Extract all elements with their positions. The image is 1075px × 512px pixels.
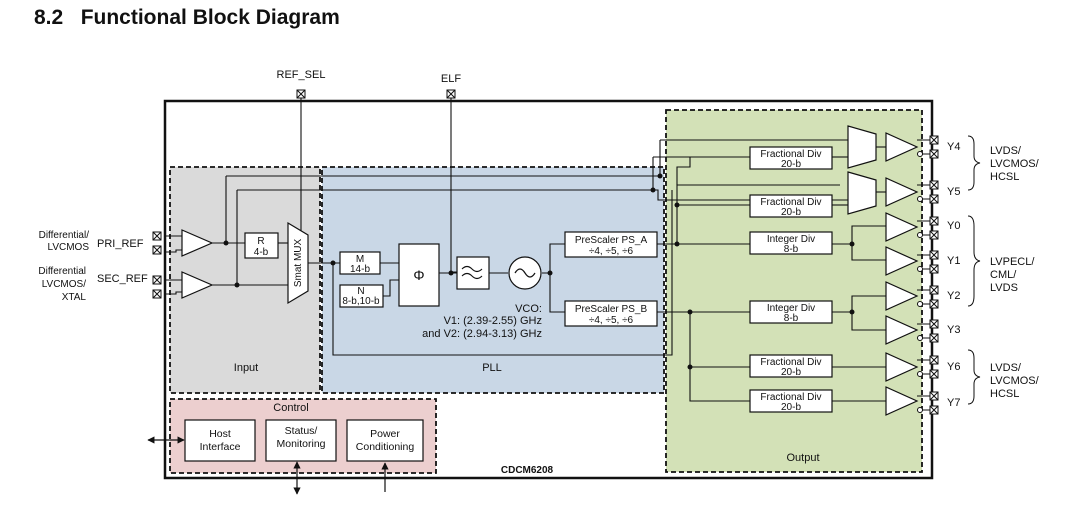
output-type-a-3: HCSL (990, 171, 1019, 183)
output-type-b-3: LVDS (990, 282, 1018, 294)
output-label-y4: Y4 (947, 141, 960, 153)
r-divider-name: R (257, 236, 264, 247)
sec-ref-label: SEC_REF (97, 273, 148, 285)
sec-ref-buffer (181, 271, 214, 299)
output-buffers (885, 132, 919, 416)
divider-y6-bits: 20-b (781, 367, 801, 378)
pri-type-line1: Differential/ (39, 230, 90, 241)
r-divider-block (244, 232, 279, 259)
y5-output-mux (847, 171, 877, 215)
output-type-a-1: LVDS/ (990, 145, 1022, 157)
divider-y01-name: Integer Div (767, 234, 815, 245)
sec-type-line3: XTAL (62, 292, 87, 303)
ref-sel-label: REF_SEL (277, 69, 326, 81)
output-buffer-bubbles (917, 151, 923, 413)
divider-y5-bits: 20-b (781, 207, 801, 218)
status-monitoring-line2: Monitoring (276, 438, 325, 450)
vco-label-1: VCO: (515, 303, 542, 315)
divider-y01: Integer Div 8-b (749, 231, 833, 255)
output-region-label: Output (786, 452, 819, 464)
prescaler-b-ratios: ÷4, ÷5, ÷6 (589, 315, 634, 326)
ref-sel-pin (296, 89, 306, 99)
divider-y5-name: Fractional Div (760, 197, 821, 208)
host-interface-line2: Interface (200, 441, 241, 453)
control-region-label: Control (273, 402, 308, 414)
m-divider-block (339, 251, 381, 275)
output-type-c-3: HCSL (990, 388, 1019, 400)
divider-y23: Integer Div 8-b (749, 300, 833, 324)
n-divider-name: N (357, 286, 364, 297)
input-region-label: Input (234, 362, 258, 374)
status-monitoring-block (265, 419, 337, 462)
power-conditioning-block (346, 419, 424, 462)
m-divider-name: M (356, 254, 364, 265)
output-label-y3: Y3 (947, 324, 960, 336)
n-divider-bits: 8-b,10-b (342, 296, 380, 307)
output-pins (929, 135, 939, 415)
loop-filter-icon (456, 256, 490, 290)
pfd-block (398, 243, 440, 307)
divider-y4-name: Fractional Div (760, 149, 821, 160)
r-divider-bits: 4-b (254, 247, 269, 258)
output-label-y2: Y2 (947, 290, 960, 302)
output-label-y6: Y6 (947, 361, 960, 373)
pfd-symbol: Φ (413, 267, 424, 283)
output-type-c-1: LVDS/ (990, 362, 1022, 374)
control-arrows (147, 436, 389, 495)
section-title: 8.2 Functional Block Diagram (34, 6, 340, 29)
elf-label: ELF (441, 73, 461, 85)
prescaler-a-name: PreScaler PS_A (575, 235, 648, 246)
y4-output-mux (847, 125, 877, 169)
prescaler-a-ratios: ÷4, ÷5, ÷6 (589, 246, 634, 257)
pri-ref-pins (152, 231, 162, 255)
output-type-b-1: LVPECL/ (990, 256, 1035, 268)
smart-mux-label: Smat MUX (293, 239, 304, 288)
divider-y23-name: Integer Div (767, 303, 815, 314)
divider-y4-bits: 20-b (781, 159, 801, 170)
status-monitoring-line1: Status/ (285, 425, 318, 437)
m-divider-bits: 14-b (350, 264, 370, 275)
divider-y7: Fractional Div 20-b (749, 389, 833, 413)
output-label-y7: Y7 (947, 397, 960, 409)
output-type-c-2: LVCMOS/ (990, 375, 1040, 387)
divider-y01-bits: 8-b (784, 244, 799, 255)
vco-icon (508, 256, 542, 290)
elf-pin (446, 89, 456, 99)
prescaler-b-name: PreScaler PS_B (575, 304, 648, 315)
output-label-y1: Y1 (947, 255, 960, 267)
divider-y23-bits: 8-b (784, 313, 799, 324)
power-conditioning-line2: Conditioning (356, 441, 415, 453)
pll-region-label: PLL (482, 362, 502, 374)
n-divider-block (339, 284, 384, 308)
sec-type-line1: Differential (38, 266, 86, 277)
prescaler-a-block (564, 231, 658, 258)
pri-type-line2: LVCMOS (48, 242, 90, 253)
output-type-a-2: LVCMOS/ (990, 158, 1040, 170)
output-label-y5: Y5 (947, 186, 960, 198)
divider-y7-bits: 20-b (781, 402, 801, 413)
host-interface-line1: Host (209, 428, 231, 440)
output-label-y0: Y0 (947, 220, 960, 232)
divider-y5: Fractional Div 20-b (749, 194, 833, 218)
pri-ref-buffer (181, 229, 214, 257)
pri-ref-label: PRI_REF (97, 238, 144, 250)
power-conditioning-line1: Power (370, 428, 400, 440)
divider-y6: Fractional Div 20-b (749, 354, 833, 378)
divider-y7-name: Fractional Div (760, 392, 821, 403)
sec-type-line2: LVCMOS/ (42, 279, 86, 290)
smart-mux-block (287, 221, 309, 305)
sec-ref-pins (152, 275, 162, 299)
prescaler-b-block (564, 300, 658, 327)
host-interface-block (184, 419, 256, 462)
output-group-braces (967, 135, 981, 405)
output-type-b-2: CML/ (990, 269, 1017, 281)
vco-label-2: V1: (2.39-2.55) GHz (444, 315, 542, 327)
divider-y4: Fractional Div 20-b (749, 146, 833, 170)
chip-name: CDCM6208 (501, 465, 554, 476)
vco-label-3: and V2: (2.94-3.13) GHz (422, 328, 542, 340)
junction-dots (223, 173, 855, 370)
pll-region (321, 166, 665, 394)
divider-y6-name: Fractional Div (760, 357, 821, 368)
